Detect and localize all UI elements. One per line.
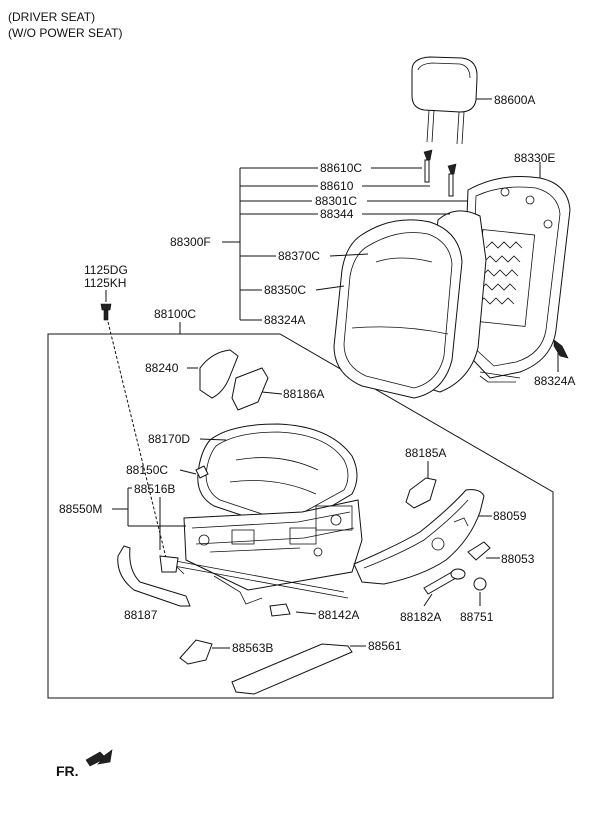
label-88751: 88751 [460, 610, 494, 624]
part-88324A-drawing [553, 339, 569, 359]
seat-cushion-frame-drawing [159, 499, 363, 605]
part-88150C-drawing [195, 465, 209, 479]
headrest-drawing [411, 56, 478, 145]
label-88170D: 88170D [148, 432, 190, 446]
knob-88751-drawing [473, 577, 487, 591]
label-1125KH: 1125KH [84, 276, 126, 290]
label-1125DG: 1125DG [84, 263, 128, 277]
label-88324A-right: 88324A [534, 374, 575, 388]
headrest-guides-drawing [423, 149, 457, 197]
seat-cushion-group-frame [47, 333, 554, 699]
label-88059: 88059 [493, 509, 527, 523]
part-88561-drawing [231, 643, 353, 695]
part-88053-drawing [467, 541, 491, 561]
label-88100C: 88100C [154, 307, 196, 321]
label-88053: 88053 [501, 552, 535, 566]
label-88563B: 88563B [232, 641, 273, 655]
seat-cushion-drawing [197, 423, 358, 527]
label-88350C: 88350C [264, 283, 306, 297]
front-direction-label: FR. [56, 763, 79, 779]
label-88516B: 88516B [134, 482, 175, 496]
part-88187-drawing [117, 545, 191, 607]
label-88301C: 88301C [315, 194, 357, 208]
side-cover-88059-drawing [353, 489, 485, 585]
part-88240-drawing [199, 349, 239, 399]
label-88610C: 88610C [320, 161, 362, 175]
seatback-cover-drawing [333, 219, 463, 399]
label-88610: 88610 [320, 179, 354, 193]
label-88600A: 88600A [494, 93, 535, 107]
header-driver-seat: (DRIVER SEAT) [8, 10, 95, 24]
label-88150C: 88150C [126, 463, 168, 477]
part-88185A-drawing [405, 477, 437, 509]
label-88300F: 88300F [170, 235, 211, 249]
label-88330E: 88330E [514, 151, 555, 165]
seatback-frame-drawing [461, 176, 571, 383]
label-88182A: 88182A [400, 610, 441, 624]
part-88186A-drawing [231, 367, 269, 411]
lever-88182A-drawing [423, 568, 466, 595]
label-88185A: 88185A [405, 446, 446, 460]
label-88187: 88187 [124, 608, 158, 622]
label-88370C: 88370C [278, 249, 320, 263]
label-88550M: 88550M [59, 502, 102, 516]
label-88186A: 88186A [283, 387, 324, 401]
label-88240: 88240 [145, 361, 179, 375]
header-wo-power-seat: (W/O POWER SEAT) [8, 26, 122, 40]
label-88324A-left: 88324A [264, 313, 305, 327]
part-88142A-drawing [269, 603, 291, 617]
part-88563B-drawing [179, 639, 213, 665]
assembly-88300F-bracket [222, 167, 318, 321]
label-88142A: 88142A [318, 608, 359, 622]
front-arrow-icon [85, 749, 113, 767]
bolt-drawing [100, 303, 112, 321]
label-88561: 88561 [368, 639, 402, 653]
label-88344: 88344 [320, 207, 354, 221]
